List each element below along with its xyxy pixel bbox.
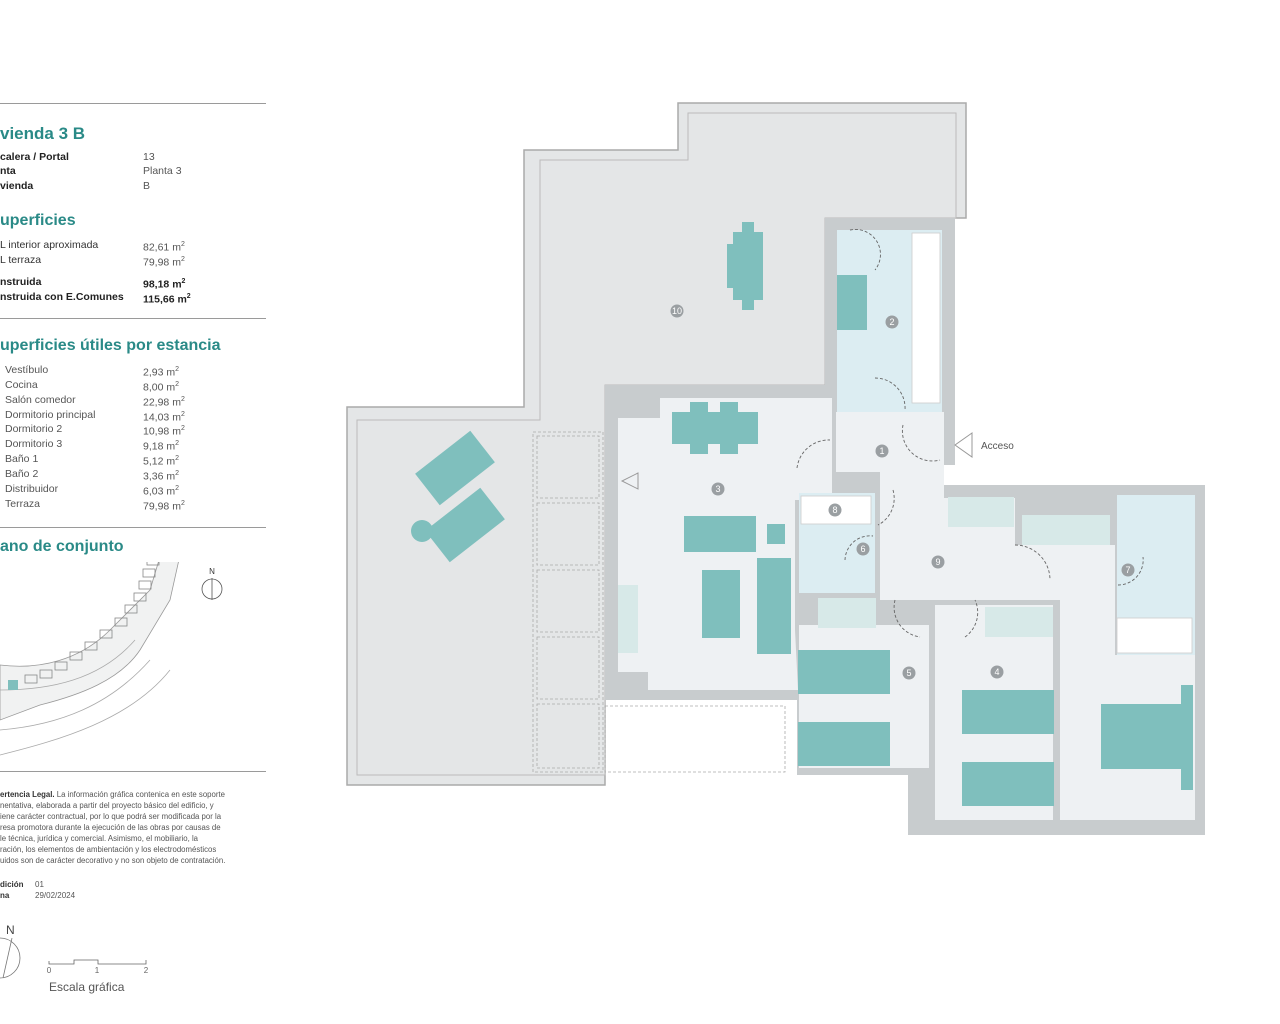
divider	[0, 318, 266, 319]
door-swings	[796, 228, 1144, 638]
date-label: na	[0, 891, 10, 900]
legal-notice: ertencia Legal. La información gráfica c…	[0, 790, 226, 865]
scale-label: Escala gráfica	[49, 980, 125, 994]
legal-line: La información gráfica contenica en este…	[54, 790, 225, 799]
scale-tick: 2	[144, 966, 149, 975]
divider	[0, 527, 266, 528]
window-arrow-icon	[620, 472, 639, 490]
room-number-marker	[670, 304, 684, 318]
room-number-marker	[828, 503, 842, 517]
room-number: 1	[879, 446, 884, 456]
furniture	[411, 222, 1193, 806]
room-number-marker	[902, 666, 916, 680]
scale-bar: N 0 1 2 Escala gráfica	[0, 923, 149, 994]
legal-line: uidos son de carácter decorativo y no so…	[0, 856, 226, 865]
pergola	[532, 431, 786, 773]
room-number-marker	[990, 665, 1004, 679]
room-number-marker	[1121, 563, 1135, 577]
room-number: 3	[715, 484, 720, 494]
room-number: 8	[832, 505, 837, 515]
divider	[0, 771, 266, 772]
unit-title: vienda 3 B	[0, 124, 86, 143]
room-number: 4	[994, 667, 999, 677]
room-number: 2	[889, 317, 894, 327]
edition-value: 01	[35, 880, 44, 889]
room-number: 9	[935, 557, 940, 567]
legal-line: ración, los elementos de ambientación y …	[0, 845, 217, 854]
legal-line: iene carácter contractual, por lo que po…	[0, 812, 222, 821]
access-label: Acceso	[981, 441, 1014, 452]
north-label: N	[6, 923, 15, 937]
legal-line: resa promotora durante la ejecución de l…	[0, 823, 221, 832]
date-value: 29/02/2024	[35, 891, 76, 900]
room-number: 6	[860, 544, 865, 554]
room-number: 7	[1125, 565, 1130, 575]
room-hall	[836, 412, 944, 472]
room-number-marker	[856, 542, 870, 556]
scale-tick: 1	[95, 966, 100, 975]
room-number-marker	[875, 444, 889, 458]
site-north-label: N	[209, 567, 215, 576]
north-arrow-icon	[0, 937, 21, 979]
room-number: 10	[672, 306, 682, 316]
legal-line: nentativa, elaborada a partir del proyec…	[0, 801, 214, 810]
access-arrow-icon	[954, 432, 973, 458]
rooms-title: uperficies útiles por estancia	[0, 337, 221, 354]
room-number-marker	[931, 555, 945, 569]
room-number-marker	[711, 482, 725, 496]
divider	[0, 103, 266, 104]
room-number: 5	[906, 668, 911, 678]
room-number-marker	[885, 315, 899, 329]
site-plan-title: ano de conjunto	[0, 538, 124, 555]
legal-line: le técnica, jurídica y comercial. Asimis…	[0, 834, 199, 843]
site-plan-map: N	[0, 562, 223, 756]
edition-label: dición	[0, 880, 24, 889]
surfaces-title: uperficies	[0, 212, 76, 229]
scale-tick: 0	[47, 966, 52, 975]
